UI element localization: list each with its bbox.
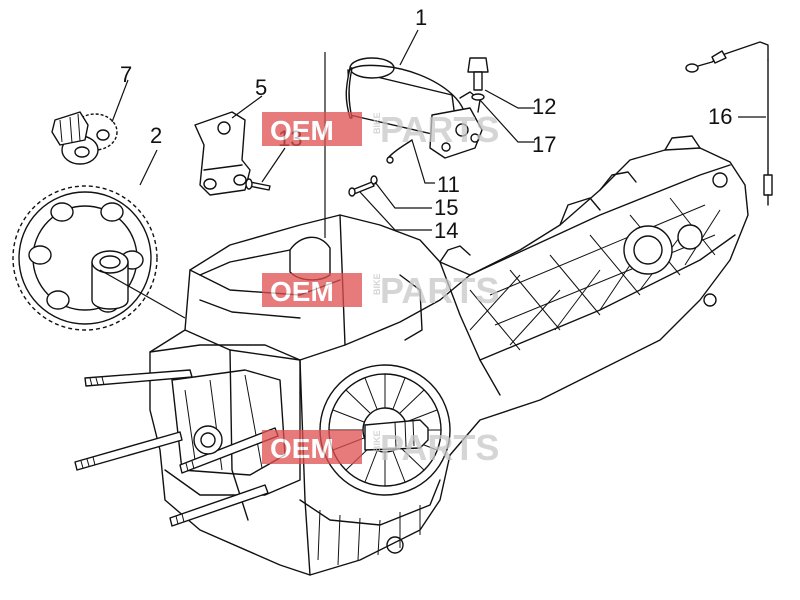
bolt-12: [467, 57, 489, 91]
watermark-top: OEM BIKE PARTS: [262, 109, 499, 150]
callout-14: 14: [434, 218, 458, 243]
lead-wire-11: [386, 139, 413, 164]
watermark-bottom: OEM BIKE PARTS: [262, 427, 499, 468]
watermark-brand-right: PARTS: [380, 427, 499, 468]
watermark-brand-left: OEM: [270, 433, 334, 464]
starter-driven-gear: [12, 185, 158, 331]
watermark-badge: [262, 112, 362, 146]
watermark-middle: OEM BIKE PARTS: [262, 270, 499, 311]
callout-2: 2: [150, 123, 162, 148]
watermark-brand-right: PARTS: [380, 109, 499, 150]
callout-labels: 1 2 5 7 11 12 13 14 15 16 17: [120, 5, 732, 243]
watermark-brand-small: BIKE: [372, 112, 382, 134]
callout-15: 15: [434, 195, 458, 220]
cylinder-studs: [74, 369, 279, 527]
watermark-brand-left: OEM: [270, 115, 334, 146]
callout-11: 11: [437, 172, 460, 197]
ground-cable-16: [685, 41, 773, 206]
callout-1: 1: [415, 5, 427, 30]
watermark-brand-left: OEM: [270, 276, 334, 307]
callout-16: 16: [708, 104, 732, 129]
callout-12: 12: [532, 94, 556, 119]
callout-7: 7: [120, 62, 132, 87]
callout-17: 17: [532, 132, 556, 157]
starter-motor: [345, 57, 483, 159]
screw-14: [348, 181, 375, 197]
watermark-badge: [262, 430, 362, 464]
starter-idler-gear: [51, 111, 118, 165]
washer-17: [471, 93, 485, 101]
callout-5: 5: [255, 75, 267, 100]
watermark-brand-small: BIKE: [372, 273, 382, 295]
watermark-brand-right: PARTS: [380, 270, 499, 311]
watermark-badge: [262, 273, 362, 307]
watermark-brand-small: BIKE: [372, 430, 382, 452]
bracket: [194, 111, 251, 196]
screw-13: [245, 178, 271, 191]
